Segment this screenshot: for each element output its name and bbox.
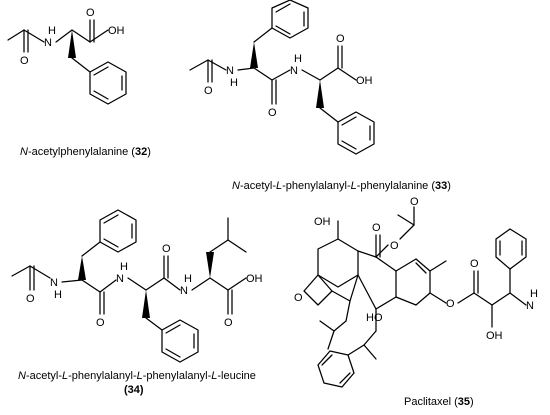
atom-label: O: [86, 7, 95, 19]
atom-label: N: [526, 300, 534, 312]
atom-label: O: [204, 85, 213, 97]
atom-label: H: [530, 288, 538, 300]
atom-label: H: [294, 53, 302, 65]
atom-label: O: [470, 258, 479, 270]
atom-label: N: [44, 37, 52, 49]
atom-label: OH: [246, 273, 263, 285]
atom-label: H: [48, 25, 56, 37]
atom-label: O: [224, 317, 233, 329]
atom-label: OH: [356, 75, 373, 87]
atom-label: N: [226, 65, 234, 77]
structure-34: O N H O N H O N H O OH: [0, 200, 270, 370]
atom-label: N: [290, 65, 298, 77]
structure-33: O N H O N H O OH: [180, 0, 440, 180]
atom-label: H: [184, 273, 192, 285]
structure-34-drawing: O N H O N H O N H O OH: [11, 209, 263, 363]
atom-label: H: [120, 261, 128, 273]
atom-label: O: [96, 317, 105, 329]
atom-label: H: [230, 77, 238, 89]
atom-label: O: [336, 33, 345, 45]
atom-label: O: [26, 293, 35, 305]
atom-label: OH: [314, 216, 331, 228]
atom-label: OH: [108, 25, 125, 37]
atom-label: O: [268, 107, 277, 119]
atom-label: N: [50, 277, 58, 289]
structure-35-drawing: OH O O O O HO O O OH N H: [294, 196, 538, 388]
atom-label: H: [54, 289, 62, 301]
atom-label: O: [410, 196, 419, 208]
structure-32-drawing: O N H O OH: [7, 7, 127, 105]
caption-32: N-acetylphenylalanine (32): [20, 146, 151, 158]
caption-33: N-acetyl-L-phenylalanyl-L-phenylalanine …: [232, 180, 451, 192]
caption-35: Paclitaxel (35): [404, 396, 474, 408]
atom-label: N: [180, 285, 188, 297]
atom-label: O: [20, 55, 29, 67]
structure-32: O N H O OH: [0, 0, 180, 130]
atom-label: O: [294, 292, 303, 304]
caption-34: N-acetyl-L-phenylalanyl-L-phenylalanyl-L…: [18, 370, 256, 382]
atom-label: O: [372, 222, 381, 234]
atom-label: HO: [366, 312, 383, 324]
atom-label: O: [390, 240, 399, 252]
structure-35: OH O O O O HO O O OH N H: [280, 196, 550, 395]
atom-label: O: [446, 298, 455, 310]
atom-label: OH: [486, 330, 503, 342]
caption-34-number: (34): [124, 384, 144, 396]
atom-label: N: [116, 273, 124, 285]
structure-33-drawing: O N H O N H O OH: [189, 0, 375, 155]
atom-label: O: [162, 243, 171, 255]
